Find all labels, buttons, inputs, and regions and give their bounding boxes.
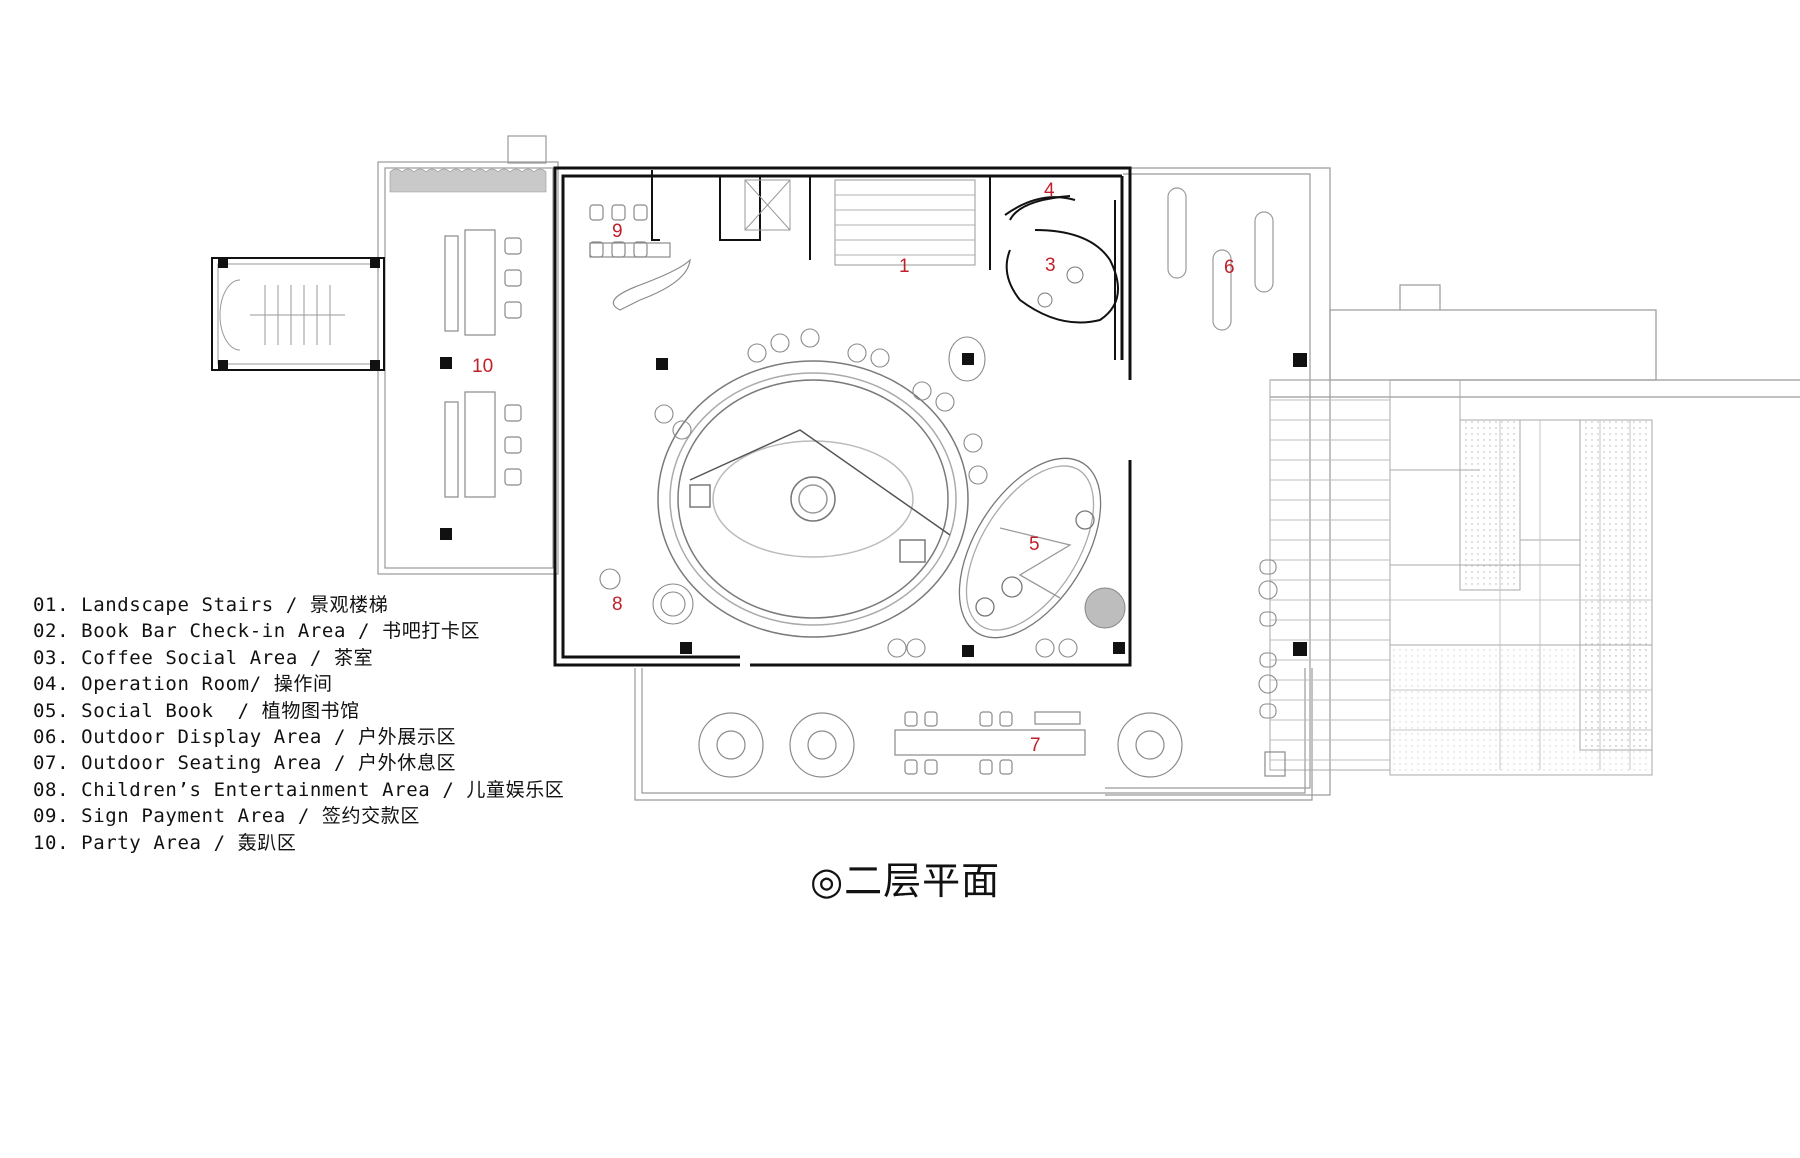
legend-item: 05. Social Book / 植物图书馆 — [33, 699, 360, 722]
legend-item: 03. Coffee Social Area / 茶室 — [33, 646, 374, 669]
room-label-1: 1 — [899, 256, 910, 277]
sign-payment-furniture — [589, 204, 691, 311]
room-label-5: 5 — [1029, 534, 1040, 555]
room-label-10: 10 — [472, 356, 493, 377]
legend-item: 04. Operation Room/ 操作间 — [33, 673, 333, 696]
room-label-6: 6 — [1224, 257, 1235, 278]
outdoor-seating-furniture — [698, 711, 1286, 778]
room-label-3: 3 — [1045, 255, 1056, 276]
terrace-outlines — [377, 135, 1800, 801]
structural-columns — [218, 258, 1307, 657]
party-area-furniture — [444, 229, 522, 498]
social-book-ellipse — [958, 457, 1102, 639]
legend-item: 06. Outdoor Display Area / 户外展示区 — [33, 725, 457, 748]
room-label-4: 4 — [1044, 180, 1055, 201]
core-partitions — [651, 170, 1116, 360]
room-label-7: 7 — [1030, 735, 1041, 756]
terrace-chairs — [1258, 559, 1278, 719]
room-label-8: 8 — [612, 594, 623, 615]
central-oval — [657, 360, 969, 638]
hedge-planting — [389, 168, 547, 193]
legend-item: 10. Party Area / 轰趴区 — [33, 831, 297, 854]
outdoor-display-furniture — [1167, 187, 1274, 331]
legend: 01. Landscape Stairs / 景观楼梯 02. Book Bar… — [33, 592, 565, 856]
room-label-9: 9 — [612, 221, 623, 242]
coffee-room — [1005, 195, 1119, 324]
chairs — [599, 328, 1078, 658]
legend-item: 07. Outdoor Seating Area / 户外休息区 — [33, 752, 457, 775]
main-building-walls — [553, 166, 1132, 667]
legend-item: 02. Book Bar Check-in Area / 书吧打卡区 — [33, 620, 481, 643]
landscape-stairs-right — [1269, 379, 1653, 776]
plan-title: ◎二层平面 — [810, 859, 1001, 903]
legend-item: 09. Sign Payment Area / 签约交款区 — [33, 805, 420, 828]
tree-symbol — [1084, 587, 1126, 629]
room-number-labels: 1 3 4 5 6 7 8 9 10 — [472, 180, 1235, 756]
legend-item: 01. Landscape Stairs / 景观楼梯 — [33, 594, 389, 616]
legend-item: 08. Children’s Entertainment Area / 儿童娱乐… — [33, 778, 565, 801]
stair-tower-left — [211, 257, 385, 371]
